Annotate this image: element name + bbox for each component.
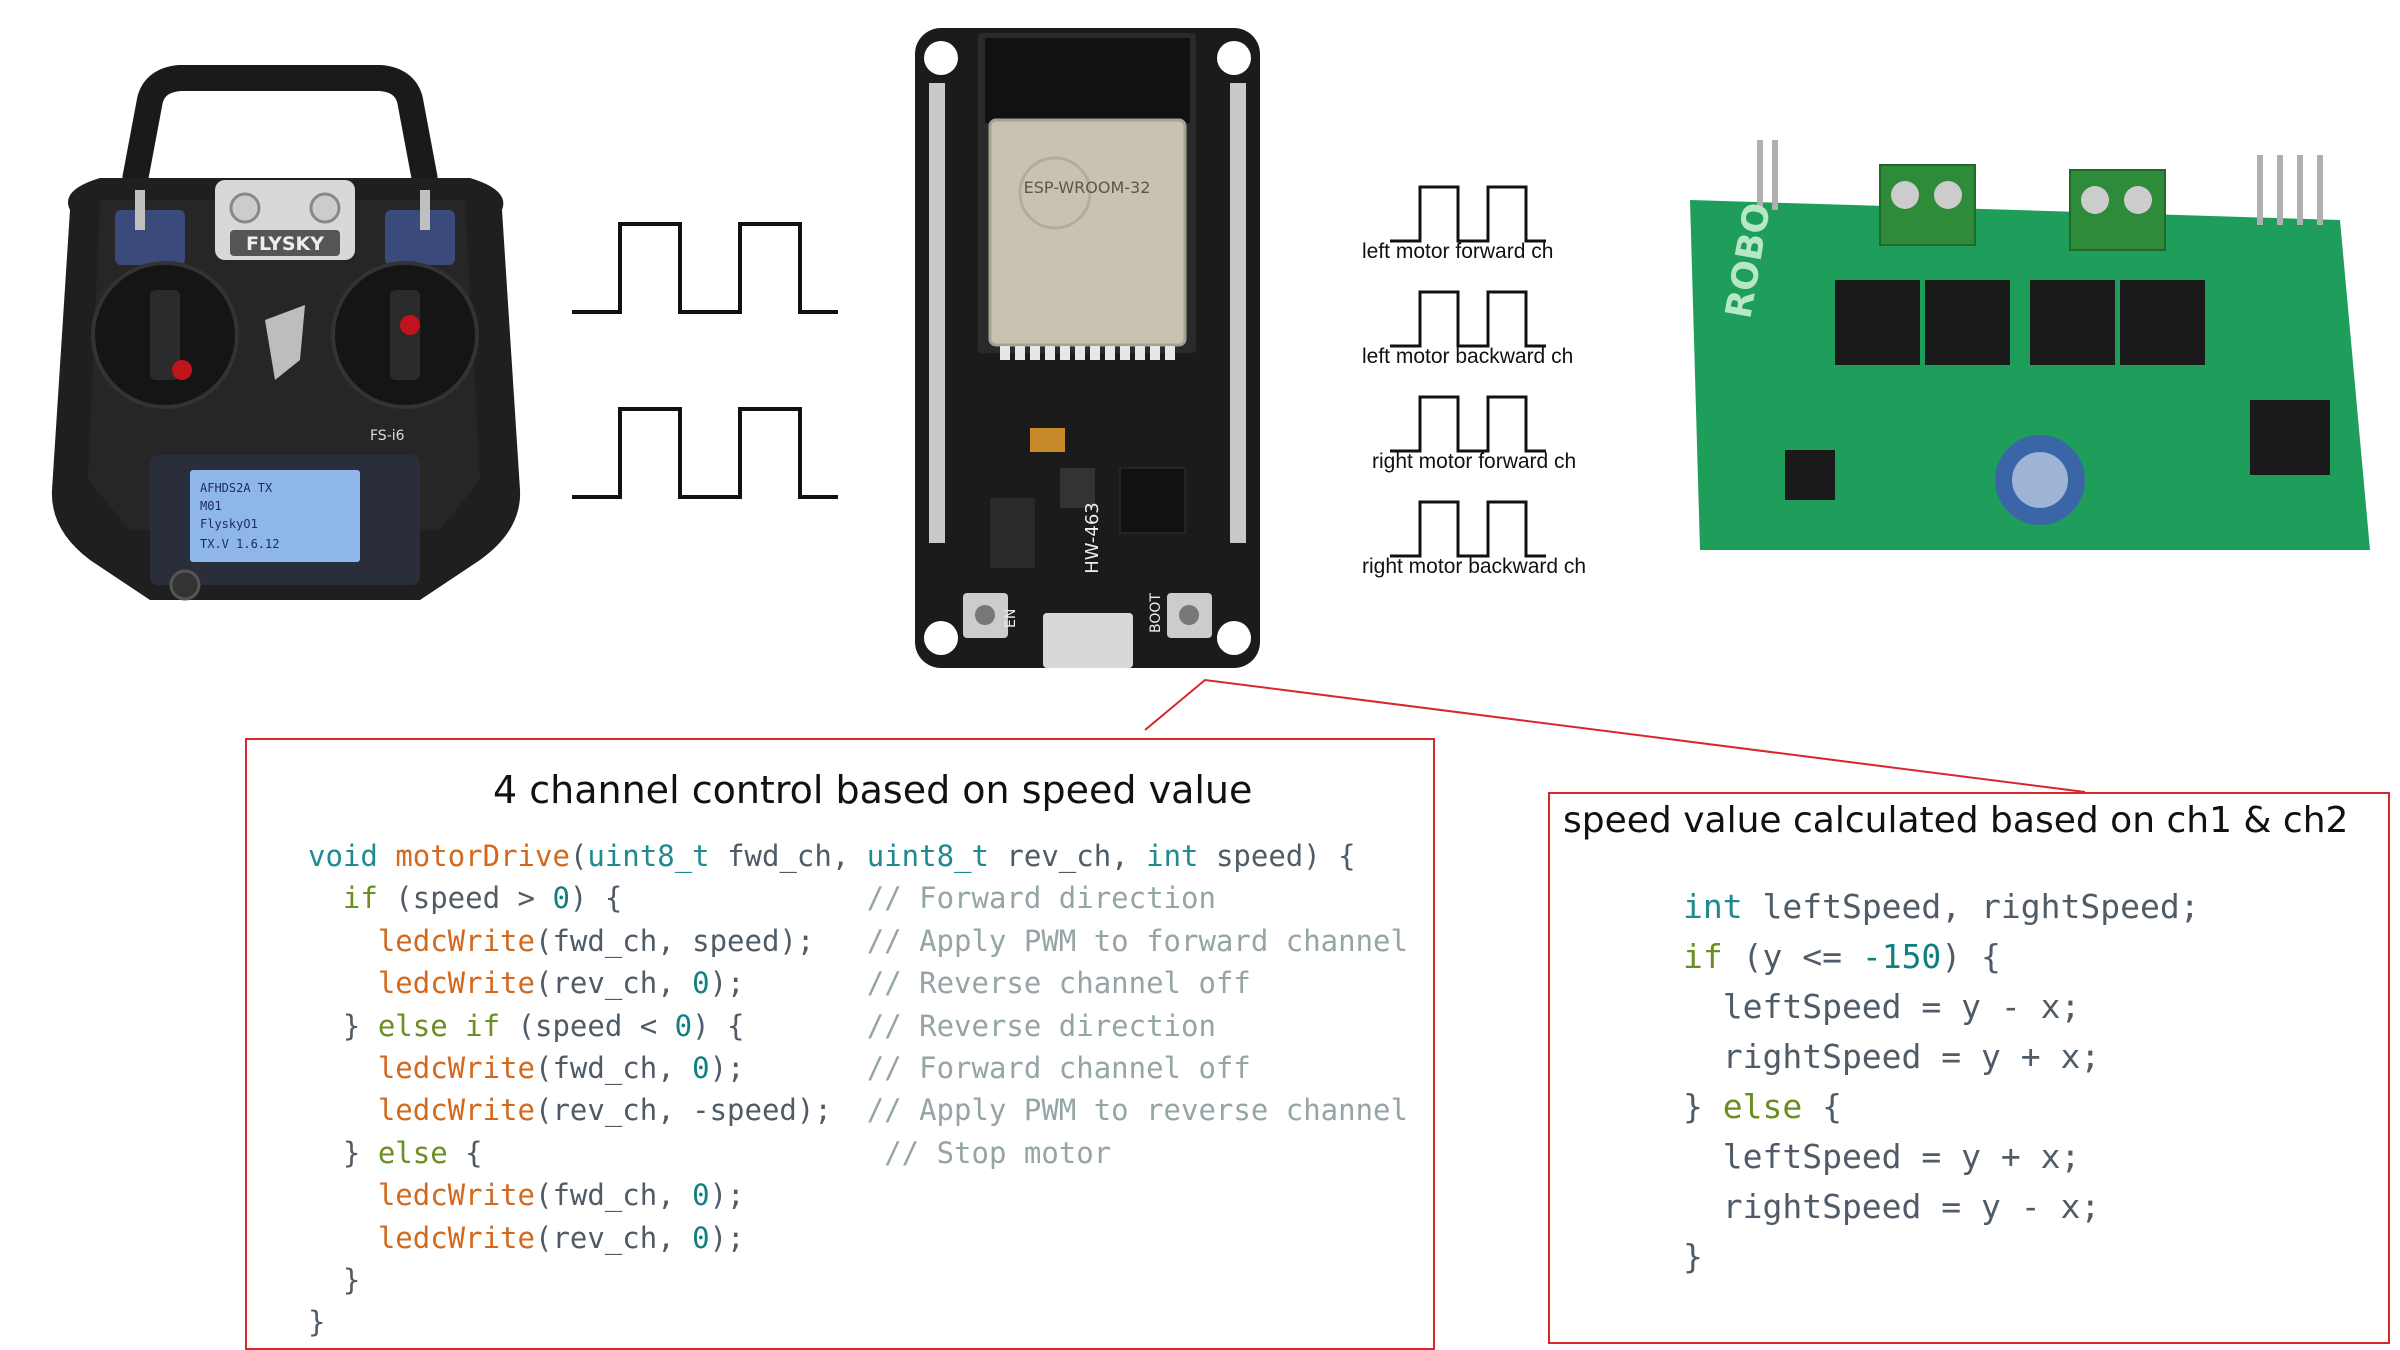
left-panel-title: 4 channel control based on speed value	[493, 768, 1253, 812]
left-code-block: void motorDrive(uint8_t fwd_ch, uint8_t …	[308, 835, 1408, 1344]
right-panel-title: speed value calculated based on ch1 & ch…	[1563, 800, 2349, 841]
signal-label-left-forward: left motor forward ch	[1362, 240, 1554, 263]
transmitter-screen-line-2: M01	[200, 499, 222, 513]
right-code-line: rightSpeed = y - x;	[1683, 1187, 2101, 1226]
right-code-line: } else {	[1683, 1087, 1842, 1126]
transmitter-screen-line-4: TX.V 1.6.12	[200, 537, 279, 551]
transmitter-screen-line-1: AFHDS2A TX	[200, 481, 273, 495]
signal-wave-left-forward	[1390, 185, 1546, 243]
left-code-line: void motorDrive(uint8_t fwd_ch, uint8_t …	[308, 839, 1356, 873]
right-code-line: int leftSpeed, rightSpeed;	[1683, 887, 2200, 926]
right-code-line: if (y <= -150) {	[1683, 937, 2001, 976]
esp32-board-label: HW-463	[1082, 502, 1103, 573]
signal-label-left-backward: left motor backward ch	[1362, 345, 1574, 368]
transmitter-model: FS-i6	[370, 428, 405, 444]
esp32-button-en: EN	[1003, 609, 1019, 628]
left-code-line: ledcWrite(rev_ch, 0);	[377, 1220, 745, 1255]
left-code-line: ledcWrite(rev_ch, 0); // Reverse channel…	[377, 966, 1251, 1001]
left-code-line: ledcWrite(fwd_ch, 0);	[377, 1178, 745, 1213]
left-code-panel	[245, 738, 1435, 1350]
left-code-line: }	[308, 1262, 361, 1297]
left-code-line: ledcWrite(fwd_ch, 0); // Forward channel…	[377, 1050, 1251, 1085]
left-code-line: }	[308, 1305, 326, 1340]
transmitter-screen-line-3: FlyskyO1	[200, 517, 258, 531]
esp32-module-label: ESP-WROOM-32	[1024, 178, 1151, 197]
transmitter-image: FLYSKY AFHDS2A TX M01 FlyskyO1 TX.V 1.6.…	[51, 65, 521, 601]
pwm-wave-ch2	[572, 407, 838, 499]
esp32-board: ESP-WROOM-32 HW-463 EN BOOT	[915, 28, 1260, 668]
right-code-block: int leftSpeed, rightSpeed; if (y <= -150)…	[1683, 882, 2200, 1282]
left-code-line: if (speed > 0) { // Forward direction	[342, 881, 1216, 916]
right-code-line: rightSpeed = y + x;	[1683, 1037, 2101, 1076]
signal-label-right-forward: right motor forward ch	[1372, 450, 1577, 473]
right-code-line: leftSpeed = y + x;	[1683, 1137, 2081, 1176]
left-code-line: } else if (speed < 0) { // Reverse direc…	[308, 1008, 1216, 1043]
right-code-line: leftSpeed = y - x;	[1683, 987, 2081, 1026]
transmitter-brand: FLYSKY	[246, 233, 324, 255]
esp32-button-boot: BOOT	[1148, 593, 1164, 633]
motor-driver-image: ROBO	[1690, 140, 2370, 550]
signal-wave-right-backward	[1390, 500, 1546, 558]
signal-wave-left-backward	[1390, 290, 1546, 348]
left-code-line: } else { // Stop motor	[308, 1135, 1112, 1170]
signal-wave-right-forward	[1390, 395, 1546, 453]
left-code-line: ledcWrite(rev_ch, -speed); // Apply PWM …	[377, 1093, 1408, 1128]
right-code-line: }	[1683, 1237, 1703, 1276]
signal-label-right-backward: right motor backward ch	[1362, 555, 1587, 578]
right-code-panel	[1548, 792, 2390, 1344]
pwm-wave-ch1	[572, 222, 838, 314]
left-code-line: ledcWrite(fwd_ch, speed); // Apply PWM t…	[377, 923, 1408, 958]
